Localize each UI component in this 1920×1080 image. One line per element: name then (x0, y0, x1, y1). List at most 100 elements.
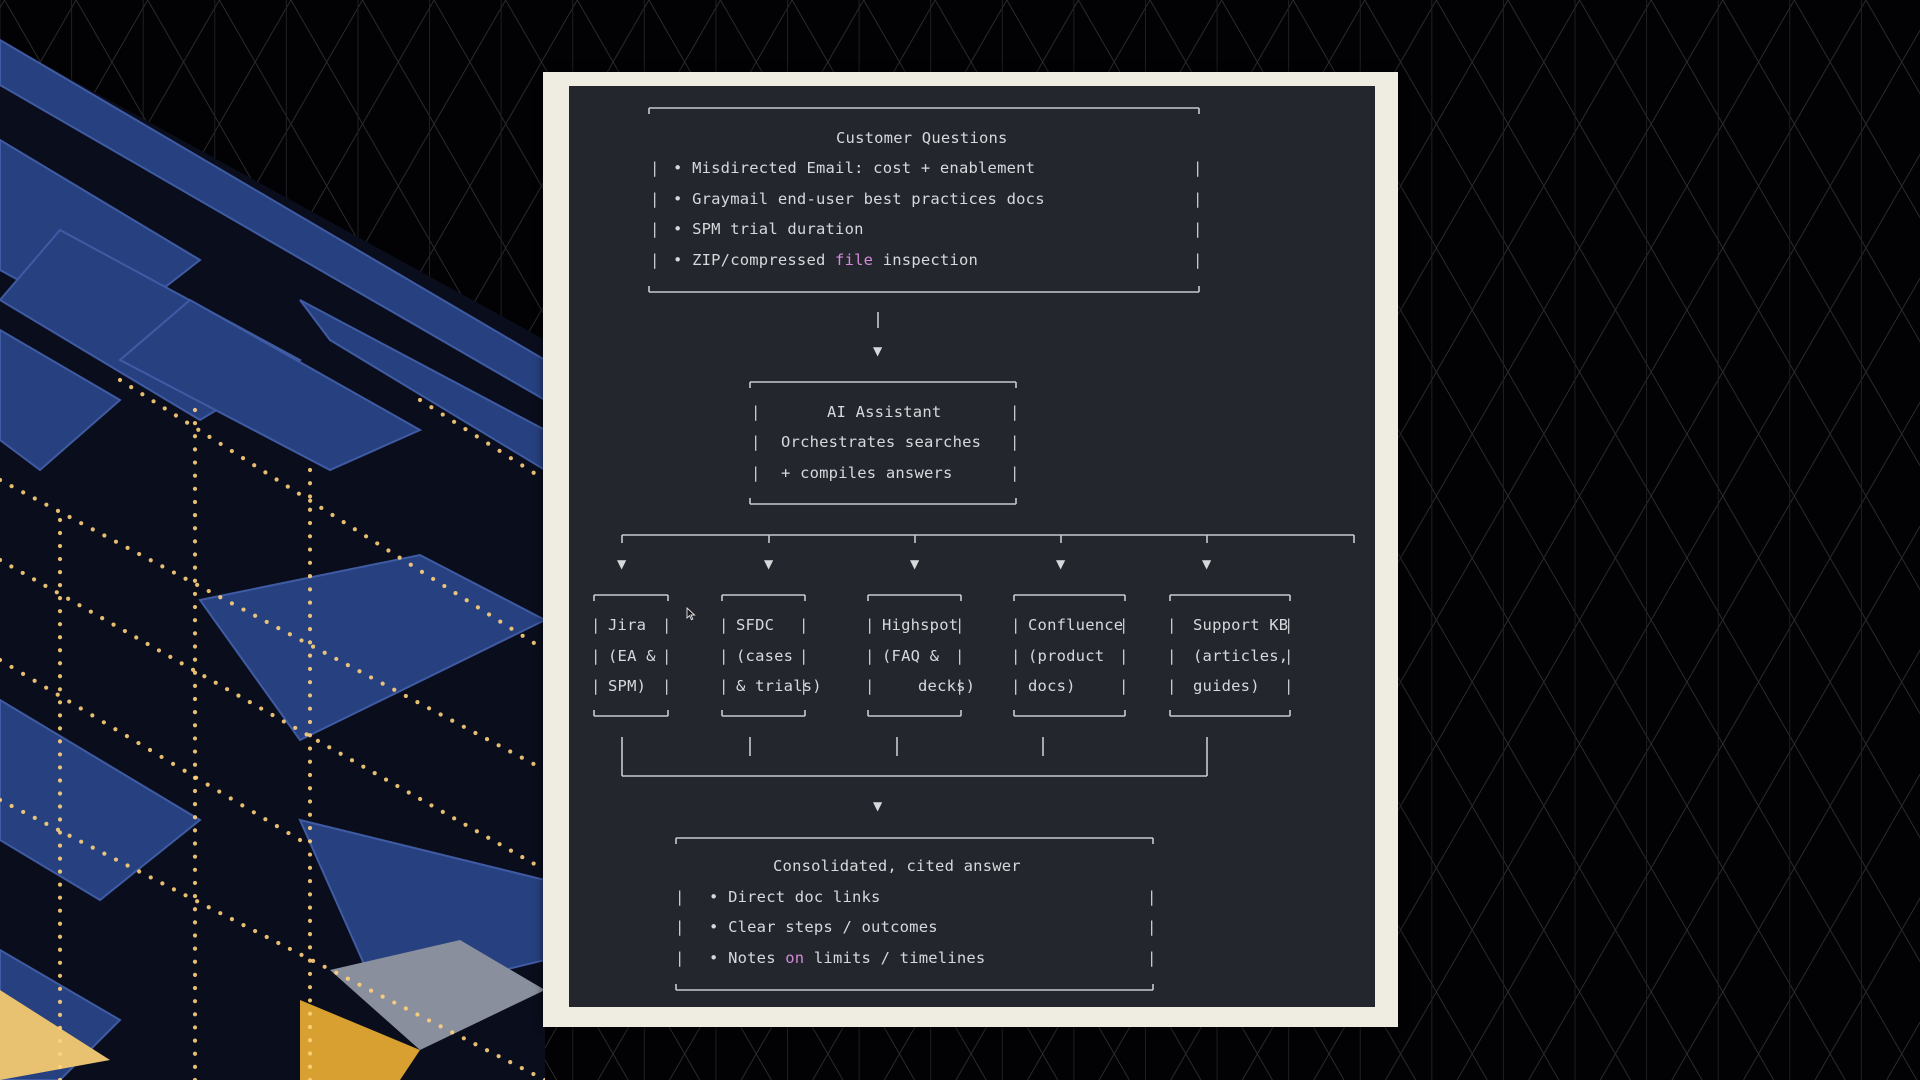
box-side-bar: | (1147, 888, 1157, 906)
light-dot (307, 481, 313, 486)
light-dot (498, 619, 503, 624)
light-dot (140, 392, 145, 397)
light-dot (32, 496, 37, 501)
light-dot (357, 669, 362, 674)
light-dot (519, 755, 524, 760)
light-dot (357, 982, 362, 987)
box-side-bar: | (675, 918, 685, 936)
light-dot (192, 959, 198, 964)
light-dot (9, 564, 14, 569)
light-dot (192, 893, 198, 899)
box-side-bar: | (1167, 677, 1177, 695)
light-dot (415, 700, 420, 705)
light-dot (307, 600, 313, 605)
light-dot (90, 713, 95, 718)
light-dot (307, 759, 313, 764)
light-dot (57, 530, 63, 536)
light-dot (183, 576, 188, 581)
light-dot (192, 920, 198, 925)
light-dot (380, 994, 385, 999)
light-dot (148, 558, 153, 563)
light-dot (57, 635, 63, 640)
light-dot (57, 817, 63, 822)
light-dot (57, 804, 63, 809)
light-dot (264, 934, 269, 940)
light-dot (361, 764, 366, 769)
light-dot (473, 730, 478, 736)
light-dot (192, 710, 198, 715)
grid-line (1385, 153, 1920, 1080)
light-dot (57, 622, 63, 627)
light-dot (307, 613, 313, 618)
light-dot (102, 851, 107, 856)
light-dot (440, 809, 445, 814)
light-dot (397, 555, 402, 560)
light-dot (32, 815, 37, 820)
bottom-box-item-text: limits / timelines (804, 949, 986, 967)
source-box-line: (EA & (608, 647, 656, 665)
down-arrow-icon: ▼ (873, 344, 883, 358)
source-box-line: (articles, (1193, 647, 1289, 665)
light-dot (307, 772, 313, 778)
box-side-bar: | (799, 616, 809, 634)
top-box-item: • Misdirected Email: cost + enablement (673, 159, 1036, 177)
light-dot (21, 490, 26, 495)
light-dot (519, 1065, 524, 1071)
box-side-bar: | (1167, 647, 1177, 665)
light-dot (192, 486, 198, 491)
box-side-bar: | (1167, 616, 1177, 634)
light-dot (55, 827, 61, 832)
light-dot (20, 570, 25, 576)
light-dot (438, 1024, 443, 1029)
light-dot (57, 843, 63, 848)
light-dot (415, 1012, 420, 1017)
light-dot (57, 739, 63, 744)
light-dot (57, 921, 63, 926)
light-dot (125, 545, 130, 550)
light-dot (276, 940, 281, 946)
light-dot (508, 456, 514, 461)
box-side-bar: | (1119, 677, 1129, 695)
light-dot (67, 699, 72, 704)
light-dot (440, 412, 445, 417)
light-dot (192, 512, 198, 518)
box-side-bar: | (1284, 677, 1294, 695)
light-dot (368, 675, 374, 680)
light-dot (20, 671, 26, 676)
light-dot (274, 824, 280, 829)
middle-box-line: Orchestrates searches (781, 433, 982, 451)
light-dot (192, 762, 198, 767)
light-dot (192, 539, 198, 544)
light-dot (134, 635, 139, 640)
light-dot (57, 765, 63, 770)
light-dot (113, 857, 119, 862)
light-dot (183, 893, 188, 898)
light-dot (229, 917, 235, 922)
light-dot (182, 768, 187, 773)
light-dot (67, 833, 72, 838)
light-dot (310, 958, 316, 963)
light-dot (363, 534, 369, 539)
grid-line (1671, 649, 1920, 1080)
light-dot (307, 547, 313, 552)
light-dot (137, 551, 142, 557)
box-side-bar: | (1010, 403, 1020, 421)
light-dot (307, 932, 313, 937)
bottom-box-item: • Notes on limits / timelines (709, 948, 985, 968)
light-dot (79, 521, 84, 526)
light-dot (463, 426, 468, 432)
light-dot (57, 517, 63, 523)
light-dot (170, 761, 176, 766)
light-dot (236, 693, 241, 698)
box-side-bar: | (955, 677, 965, 695)
down-arrow-icon: ▼ (764, 557, 774, 571)
grid-line (1599, 525, 1920, 1080)
light-dot (241, 607, 246, 612)
box-side-bar: | (650, 251, 660, 269)
light-dot (196, 427, 201, 432)
box-side-bar: | (799, 647, 809, 665)
light-dot (486, 835, 491, 840)
bottom-box-item: • Clear steps / outcomes (709, 918, 938, 936)
light-dot (264, 619, 269, 625)
light-dot (57, 583, 63, 588)
